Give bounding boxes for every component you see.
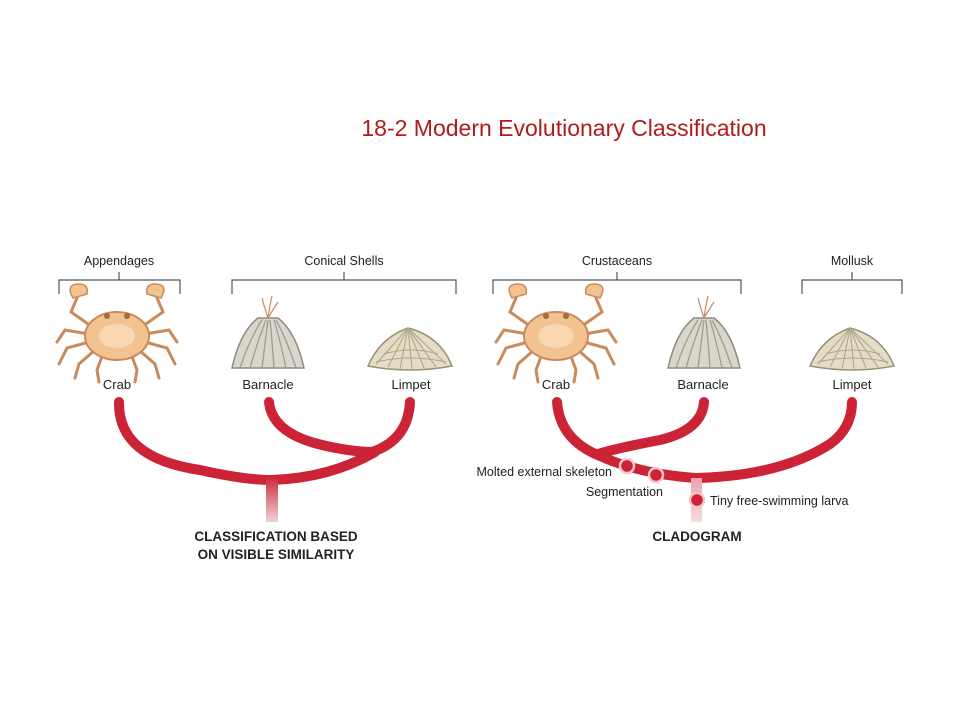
visible-similarity-diagram: Appendages Conical Shells Crab Barnacle …	[55, 254, 457, 562]
limpet-icon	[367, 327, 453, 371]
trunk-left	[266, 476, 278, 522]
caption-line-2: ON VISIBLE SIMILARITY	[198, 547, 355, 562]
limpet-icon	[809, 327, 895, 371]
trait-node-segmentation	[647, 466, 665, 484]
crab-icon	[55, 282, 179, 384]
group-label-mollusk: Mollusk	[831, 254, 874, 268]
trait-label-larva: Tiny free-swimming larva	[710, 494, 849, 508]
trait-node-larva	[688, 491, 706, 509]
caption-line-1: CLASSIFICATION BASED	[194, 529, 358, 544]
branch-crab	[113, 397, 380, 486]
bracket-conical-shells	[231, 272, 457, 294]
bracket-appendages	[58, 272, 181, 294]
group-label-appendages: Appendages	[84, 254, 154, 268]
trait-label-segmentation: Segmentation	[586, 485, 663, 499]
cladogram-diagram: Crustaceans Mollusk Crab Barnacle Limpet…	[477, 254, 903, 544]
crab-icon	[494, 282, 618, 384]
barnacle-icon	[667, 295, 741, 369]
trait-node-molted-skeleton	[618, 457, 636, 475]
organism-label-crab: Crab	[542, 377, 570, 392]
group-label-conical-shells: Conical Shells	[304, 254, 383, 268]
organism-label-limpet: Limpet	[832, 377, 871, 392]
bracket-mollusk	[801, 272, 903, 294]
page-title: 18-2 Modern Evolutionary Classification	[361, 115, 767, 141]
branch-limpet	[367, 397, 415, 457]
branch-barnacle	[264, 397, 379, 457]
trait-label-molted-skeleton: Molted external skeleton	[477, 465, 613, 479]
group-label-crustaceans: Crustaceans	[582, 254, 652, 268]
branch-crab-limpet	[552, 397, 857, 484]
organism-label-crab: Crab	[103, 377, 131, 392]
organism-label-limpet: Limpet	[391, 377, 430, 392]
caption-cladogram: CLADOGRAM	[652, 529, 741, 544]
barnacle-icon	[231, 295, 305, 369]
organism-label-barnacle: Barnacle	[242, 377, 293, 392]
branch-barnacle	[593, 397, 709, 459]
organism-label-barnacle: Barnacle	[677, 377, 728, 392]
bracket-crustaceans	[492, 272, 742, 294]
